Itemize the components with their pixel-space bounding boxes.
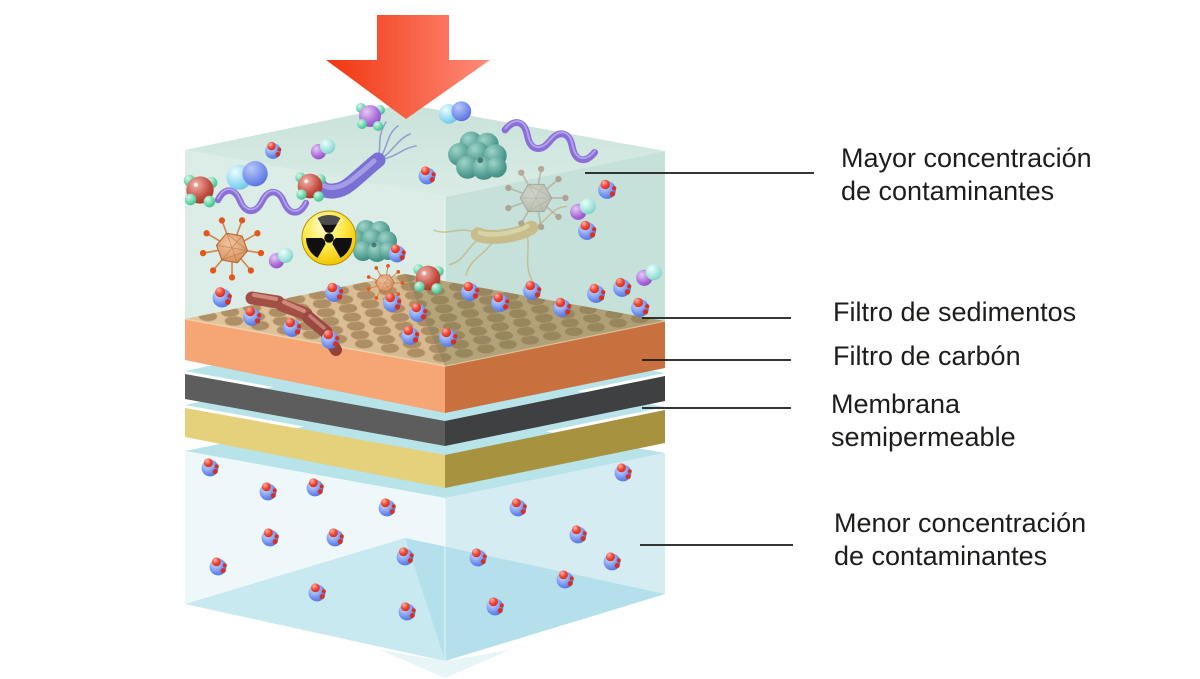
sediment-front-right bbox=[445, 321, 665, 413]
label-membrana-semipermeable: Membrana semipermeable bbox=[831, 388, 1016, 454]
label-sediment-text: Filtro de sedimentos bbox=[833, 297, 1077, 327]
label-menor-line1: Menor concentración bbox=[834, 508, 1087, 538]
sediment-pore bbox=[354, 338, 374, 350]
membrane-front-left bbox=[185, 408, 445, 488]
label-mayor-line1: Mayor concentración bbox=[841, 143, 1092, 173]
sediment-pore bbox=[390, 312, 410, 323]
leader-lines bbox=[585, 172, 814, 546]
sediment-front-edge bbox=[184, 318, 666, 367]
sediment-layer bbox=[184, 274, 666, 413]
sediment-pore bbox=[316, 307, 336, 318]
sediment-pore bbox=[372, 325, 392, 336]
water-box-top-face bbox=[185, 104, 665, 197]
organic-molecule-icon bbox=[413, 264, 444, 294]
sediment-pore bbox=[346, 320, 366, 332]
purple-molecule-icon bbox=[356, 103, 385, 131]
sediment-pore bbox=[360, 298, 380, 310]
clean-water-floor-right bbox=[405, 538, 665, 661]
sediment-pore bbox=[368, 316, 388, 328]
carbon-front-left bbox=[185, 374, 445, 446]
down-arrow-icon bbox=[326, 15, 490, 119]
sediment-pore bbox=[376, 334, 396, 345]
sediment-pore bbox=[342, 311, 362, 323]
sediment-pore bbox=[312, 298, 332, 310]
sediment-pore bbox=[406, 347, 426, 359]
sediment-pore bbox=[356, 289, 376, 301]
sediment-pore bbox=[396, 274, 416, 284]
sediment-pore bbox=[224, 315, 244, 327]
organic-molecule-icon bbox=[295, 172, 326, 202]
label-mayor-line2: de contaminantes bbox=[841, 176, 1055, 206]
sediment-pore bbox=[338, 303, 358, 314]
label-filtro-sedimentos: Filtro de sedimentos bbox=[833, 296, 1076, 329]
sediment-front-left bbox=[185, 319, 445, 413]
label-mayor-concentracion: Mayor concentración de contaminantes bbox=[841, 142, 1092, 208]
membrane-front-right bbox=[445, 410, 665, 488]
radioactive-icon bbox=[301, 210, 357, 266]
label-menor-line2: de contaminantes bbox=[834, 541, 1048, 571]
label-membrane-line1: Membrana bbox=[831, 389, 961, 419]
sediment-pore bbox=[380, 342, 400, 354]
label-menor-concentracion: Menor concentración de contaminantes bbox=[834, 507, 1086, 573]
organic-molecule-icon bbox=[183, 174, 218, 208]
label-carbon-text: Filtro de carbón bbox=[833, 341, 1021, 371]
carbon-front-right bbox=[445, 376, 665, 446]
label-membrane-line2: semipermeable bbox=[831, 422, 1016, 452]
sediment-pore bbox=[364, 307, 384, 319]
label-filtro-carbon: Filtro de carbón bbox=[833, 340, 1021, 373]
sediment-pore bbox=[350, 329, 370, 341]
tank-shadow bbox=[380, 650, 510, 678]
